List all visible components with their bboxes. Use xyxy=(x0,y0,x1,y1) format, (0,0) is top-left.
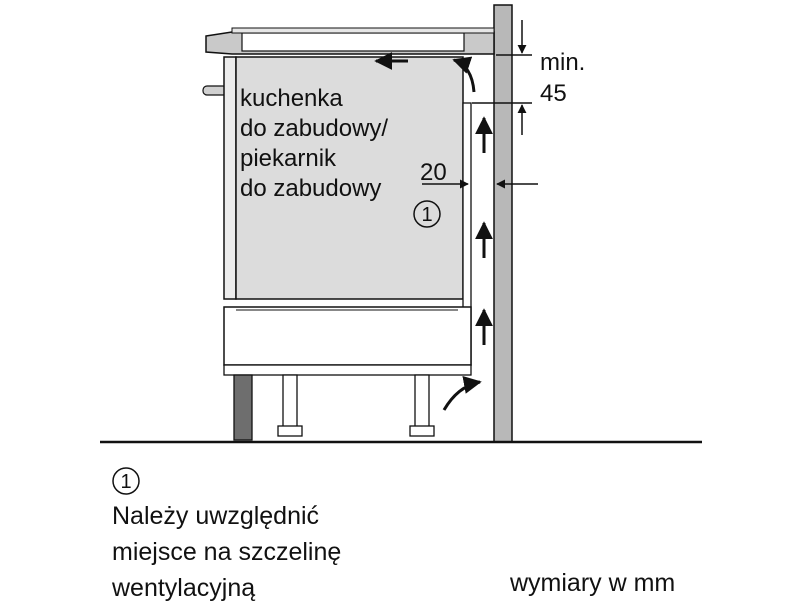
cabinet-base xyxy=(223,364,472,376)
airflow-arrows xyxy=(374,52,493,411)
cabinet-legs xyxy=(277,374,435,437)
airflow-arrow-top-curve xyxy=(452,56,476,93)
legend-line-3: wentylacyjną xyxy=(112,574,256,602)
plinth-panel xyxy=(233,374,253,441)
legend-caption: Należy uwzględnić miejsce na szczelinę w… xyxy=(112,498,472,606)
legend-line-1: Należy uwzględnić xyxy=(112,502,320,530)
marker-circle-legend: 1 xyxy=(112,467,140,495)
oven-body xyxy=(235,56,464,300)
min-value-label: 45 xyxy=(540,80,567,107)
oven-label-line-3: piekarnik xyxy=(240,145,337,172)
cooktop xyxy=(205,27,495,55)
marker-number-diagram: 1 xyxy=(421,204,432,226)
oven-label-line-4: do zabudowy xyxy=(240,175,381,202)
airflow-arrow-bottom-curve xyxy=(442,376,482,411)
oven-label-line-1: kuchenka xyxy=(240,85,343,112)
oven-label-line-2: do zabudowy/ xyxy=(240,115,388,142)
units-note: wymiary w mm xyxy=(510,569,676,597)
cabinet-side-panel xyxy=(223,56,237,300)
marker-circle-diagram: 1 xyxy=(413,200,441,228)
gap-value-label: 20 xyxy=(420,159,447,186)
drawer xyxy=(223,306,472,366)
wall xyxy=(493,4,513,443)
oven-label: kuchenka do zabudowy/ piekarnik do zabud… xyxy=(240,85,395,202)
marker-number-legend: 1 xyxy=(120,471,131,493)
min-label: min. xyxy=(540,49,585,76)
min-dimension xyxy=(472,20,532,135)
legend-line-2: miejsce na szczelinę xyxy=(112,538,342,566)
